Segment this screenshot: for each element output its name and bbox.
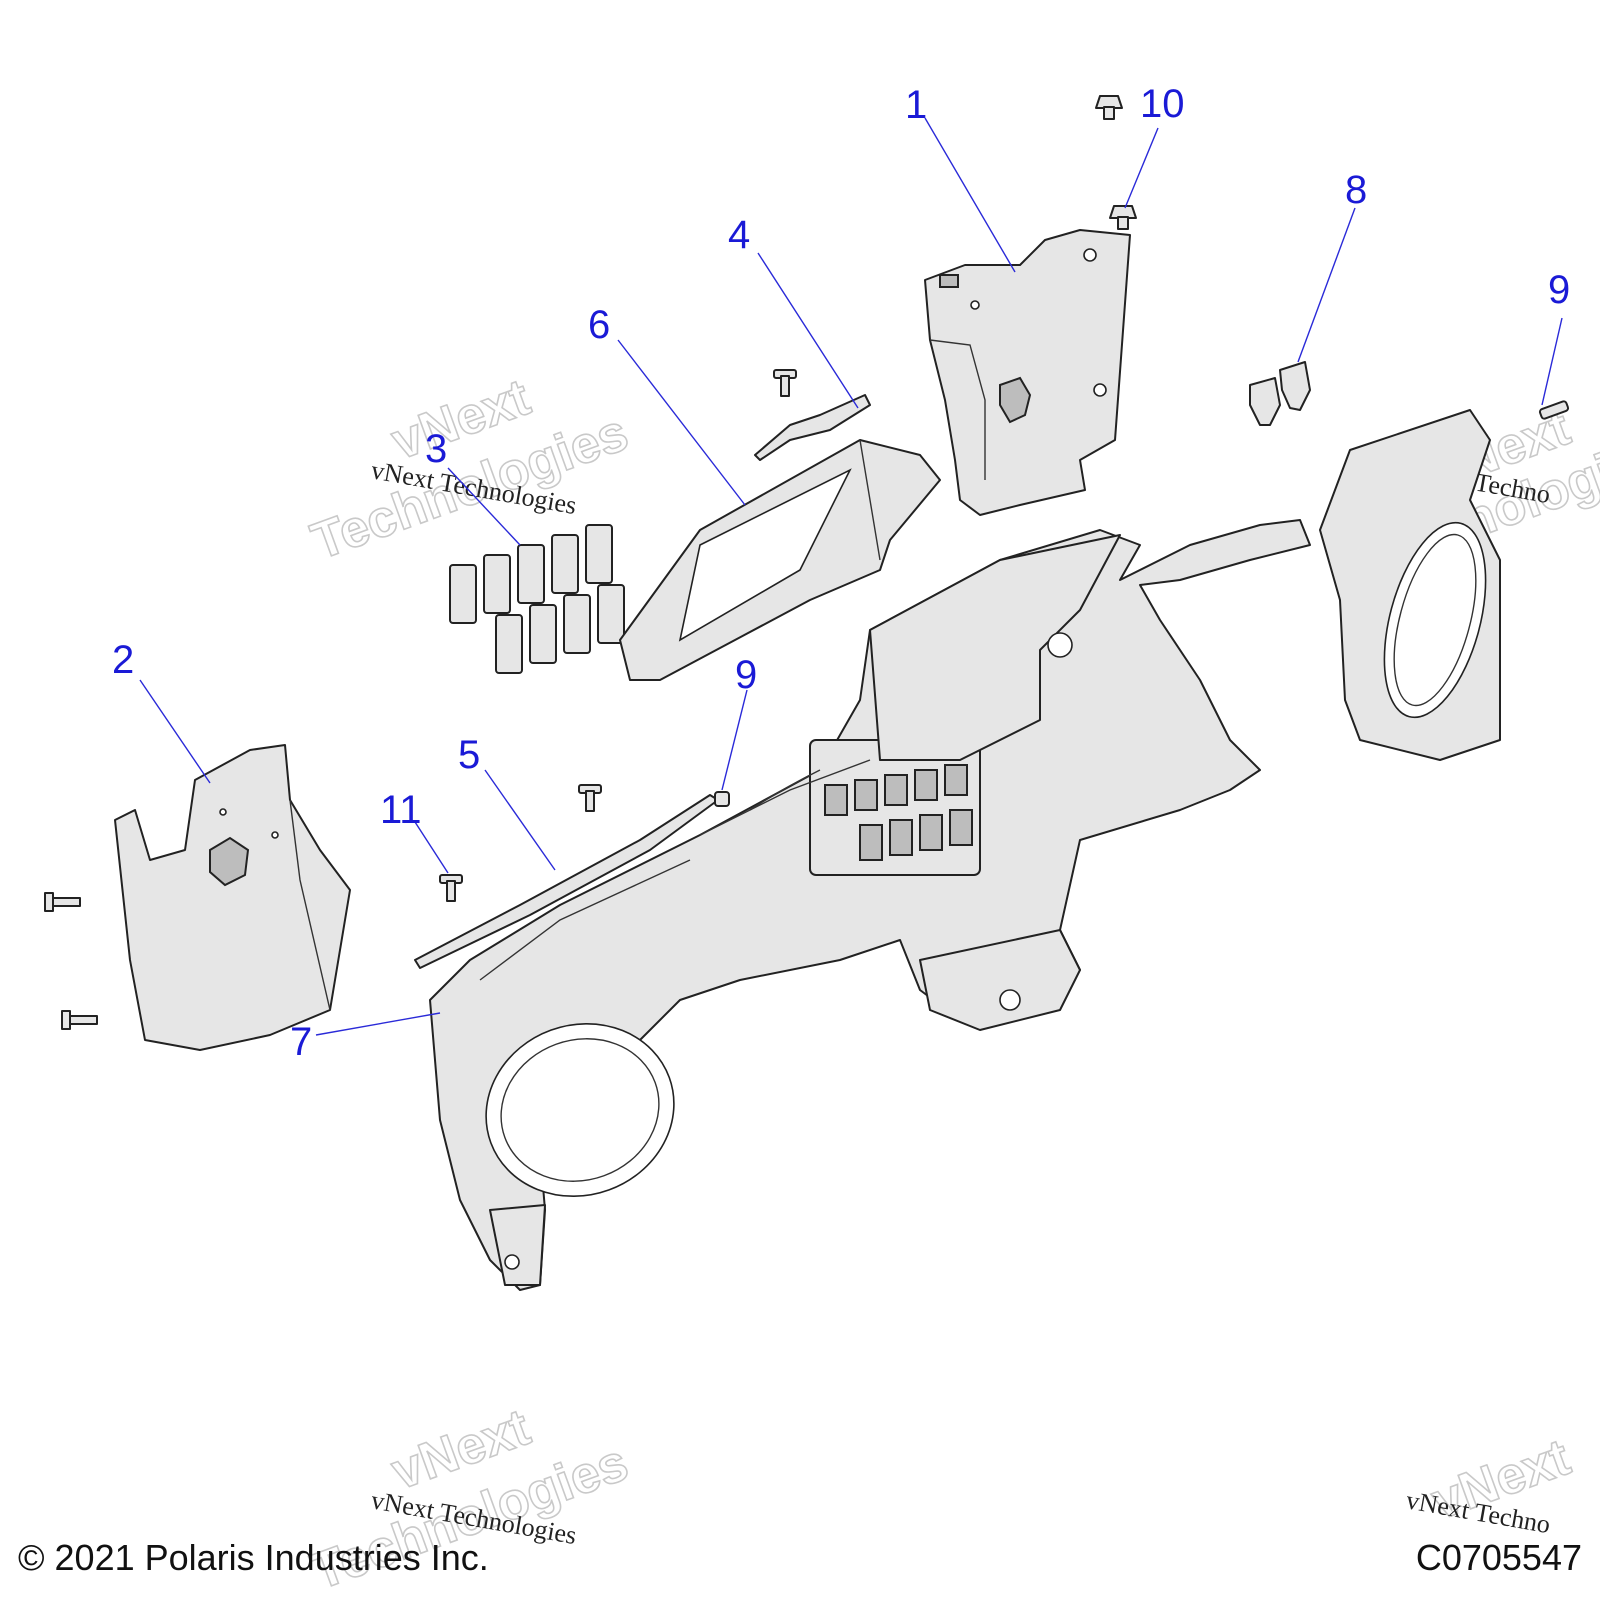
leader-6: [617, 339, 746, 506]
dash-vent-slots: [824, 764, 973, 861]
part-8-bumpers: [1249, 361, 1311, 426]
callout-7: 7: [290, 1020, 312, 1064]
callout-2: 2: [112, 638, 134, 682]
part-2-side-panel: [114, 744, 351, 1051]
fastener-part-5: [578, 784, 602, 812]
leader-3: [447, 467, 521, 546]
part-9-fasteners: [714, 400, 1570, 807]
leader-10: [1124, 127, 1159, 209]
figure-code: C0705547: [1416, 1537, 1582, 1578]
callout-8: 8: [1345, 168, 1367, 212]
part-3-switch-blanks: [449, 524, 625, 674]
leader-8: [1297, 207, 1356, 363]
leader-5: [484, 769, 556, 871]
leader-4: [757, 252, 859, 409]
part-1-side-panel: [924, 229, 1131, 516]
leader-1: [924, 117, 1016, 273]
callout-4: 4: [728, 213, 750, 257]
watermark-group-bottom-right: vNext vNext Techno: [1404, 1428, 1578, 1540]
callout-9: 9: [735, 653, 757, 697]
callout-3: 3: [425, 427, 447, 471]
callout-11: 11: [380, 788, 422, 832]
callout-10: 10: [1140, 82, 1185, 126]
part-11-fastener: [439, 874, 463, 902]
callout-9: 9: [1548, 268, 1570, 312]
part-7-dash-panel: [429, 409, 1501, 1291]
speaker-grille-1: [999, 376, 1032, 424]
leader-2: [139, 679, 211, 784]
part-10-clips: [1095, 95, 1137, 230]
part-6-switch-bezel: [619, 439, 941, 681]
leader-9a: [1541, 317, 1563, 406]
copyright-text: © 2021 Polaris Industries Inc.: [18, 1537, 489, 1578]
callout-numbers: 1 10 8 9 4 6 3 2 9 5 11 7: [112, 82, 1570, 1064]
part-4-trim-strip: [754, 394, 871, 461]
speaker-grille-2: [209, 836, 250, 887]
leader-7: [315, 1012, 441, 1036]
callout-6: 6: [588, 303, 610, 347]
leader-9b: [721, 689, 748, 791]
fastener-part-4: [773, 369, 797, 397]
leader-11: [414, 821, 449, 874]
fastener-group-2: [44, 892, 98, 1030]
callout-5: 5: [458, 733, 480, 777]
callout-1: 1: [905, 83, 927, 127]
leader-lines: [139, 117, 1563, 1036]
